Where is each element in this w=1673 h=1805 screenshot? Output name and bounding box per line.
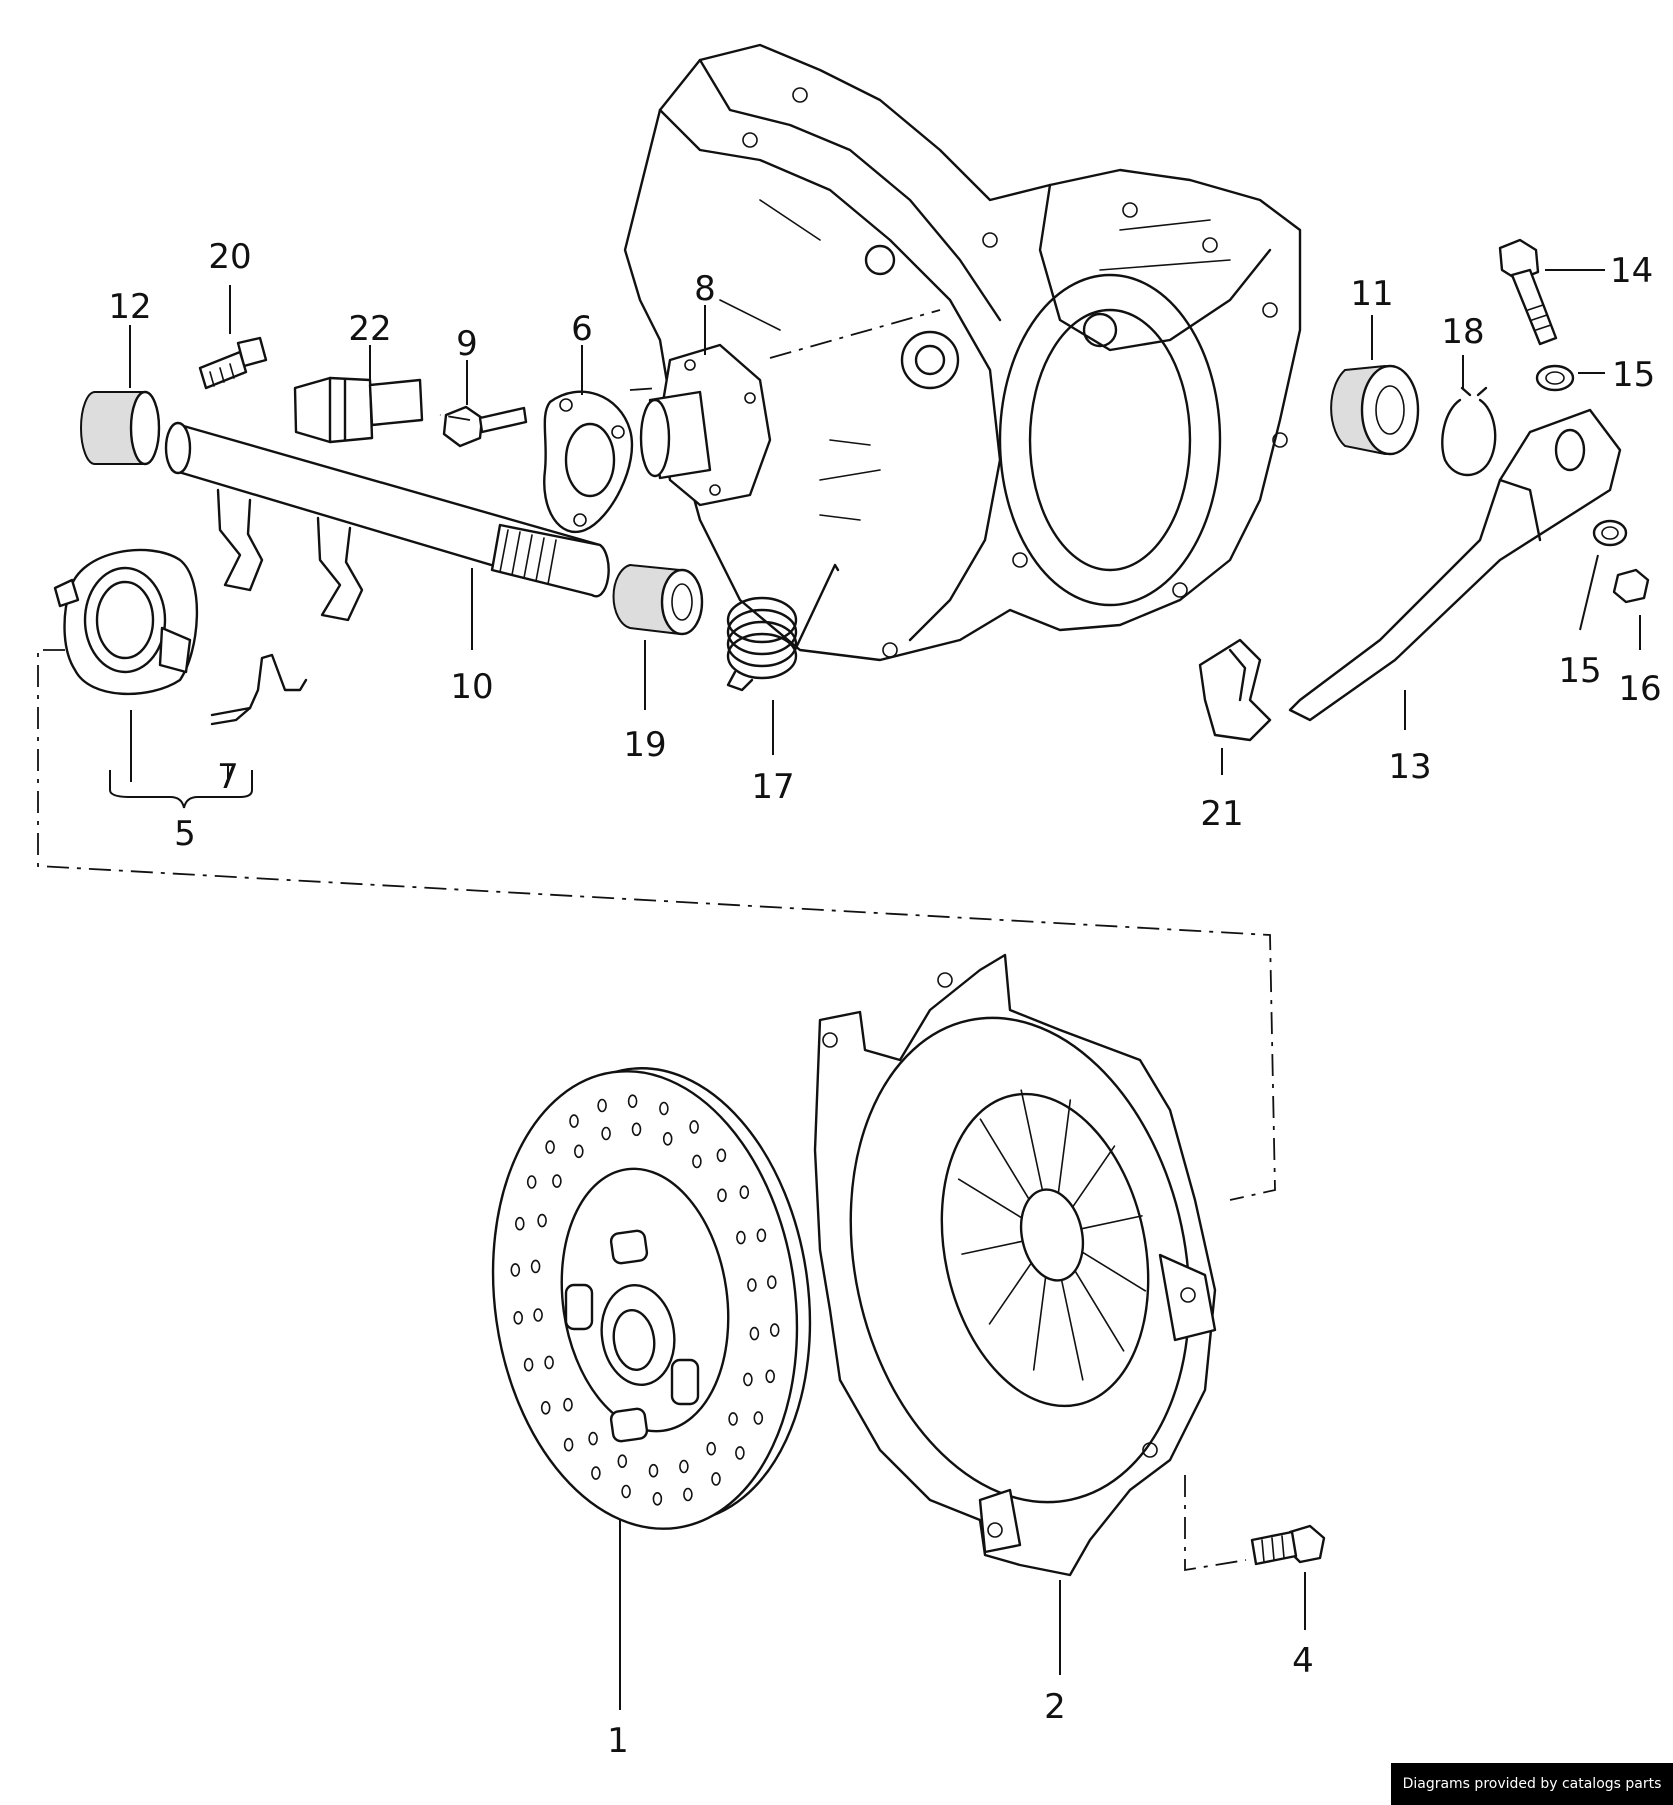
callout-leaders xyxy=(109,269,1641,1710)
callout-11: 11 xyxy=(1350,274,1393,314)
callout-16: 16 xyxy=(1618,669,1661,709)
bolt-14 xyxy=(1498,238,1558,346)
friction-lining-dots xyxy=(510,1094,780,1506)
callout-10: 10 xyxy=(450,667,493,707)
gasket-6 xyxy=(543,390,634,533)
clip-21 xyxy=(1198,638,1272,742)
clip-7 xyxy=(210,653,308,726)
callout-2: 2 xyxy=(1044,1687,1066,1727)
callout-17: 17 xyxy=(751,767,794,807)
washer-15-top xyxy=(1535,364,1575,392)
diagram-credit-footer: Diagrams provided by catalogs parts xyxy=(1391,1763,1673,1805)
circlip-18 xyxy=(1441,386,1497,477)
callout-21: 21 xyxy=(1200,794,1243,834)
release-bearing-5 xyxy=(53,548,199,696)
bushing-19 xyxy=(612,563,704,636)
callout-8: 8 xyxy=(694,269,716,309)
callout-15-top: 15 xyxy=(1612,355,1655,395)
gearbox-housing xyxy=(623,43,1302,662)
nut-16 xyxy=(1612,568,1650,604)
callout-18: 18 xyxy=(1441,312,1484,352)
assembly-centerlines xyxy=(37,309,1276,1572)
bolt-20 xyxy=(198,336,268,390)
callout-labels: 1 2 4 5 6 7 8 9 10 11 12 13 14 15 15 16 … xyxy=(108,237,1661,1761)
washer-15-bottom xyxy=(1592,519,1628,547)
callout-22: 22 xyxy=(348,309,391,349)
callout-15-bottom: 15 xyxy=(1558,651,1601,691)
callout-7: 7 xyxy=(217,757,239,797)
torsion-spring-17 xyxy=(726,563,840,692)
guide-sleeve-8 xyxy=(639,343,772,507)
clutch-lever-13 xyxy=(1288,408,1622,722)
clutch-disc-1 xyxy=(491,1067,812,1530)
bolt-4 xyxy=(1250,1524,1326,1566)
callout-4: 4 xyxy=(1292,1641,1314,1681)
bracket-22 xyxy=(293,376,424,444)
callout-1: 1 xyxy=(607,1721,629,1761)
callout-9: 9 xyxy=(456,324,478,364)
callout-13: 13 xyxy=(1388,747,1431,787)
callout-12: 12 xyxy=(108,287,151,327)
seal-11 xyxy=(1330,364,1420,456)
pressure-plate-2 xyxy=(813,953,1217,1577)
callout-20: 20 xyxy=(208,237,251,277)
diaphragm-spring-fingers xyxy=(957,1089,1147,1381)
callout-5: 5 xyxy=(174,814,196,854)
bolt-9 xyxy=(442,405,528,448)
callout-6: 6 xyxy=(571,309,593,349)
release-shaft-10 xyxy=(164,421,610,622)
callout-14: 14 xyxy=(1610,251,1653,291)
callout-19: 19 xyxy=(623,725,666,765)
bushing-12 xyxy=(80,390,161,466)
